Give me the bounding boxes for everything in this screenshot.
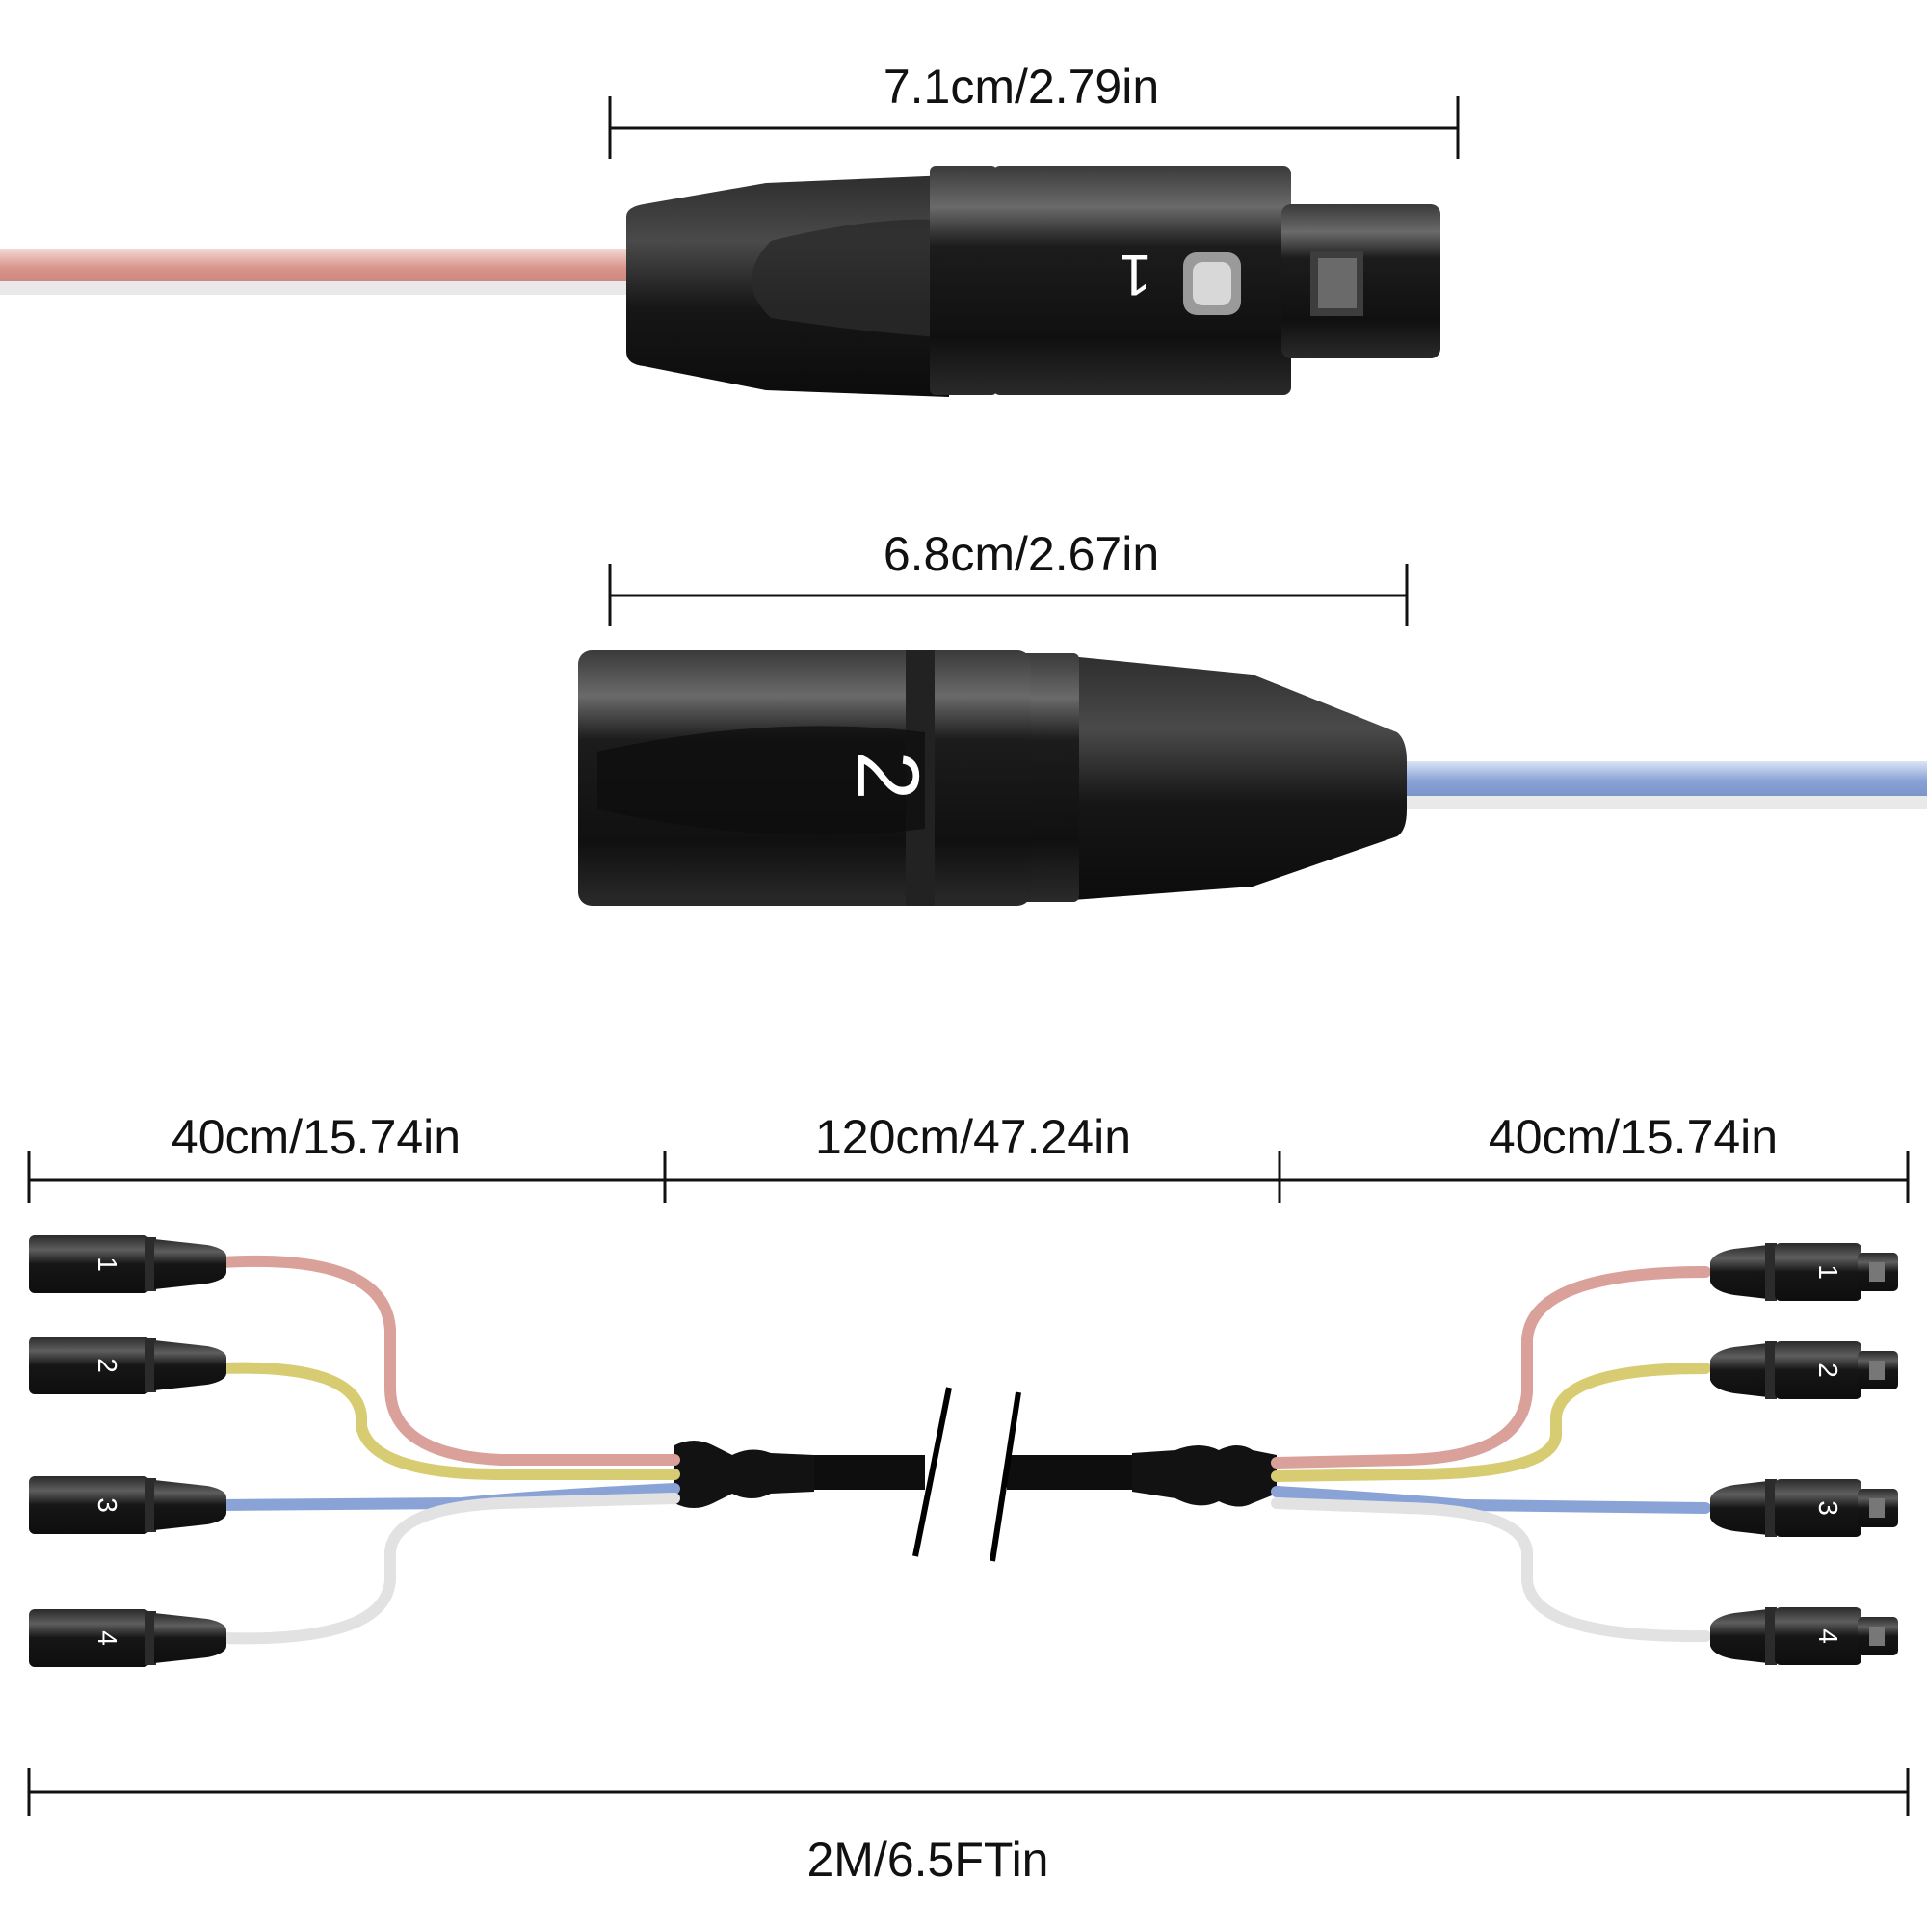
left-breakout-cables	[216, 1255, 680, 1645]
left-splitter	[674, 1441, 814, 1508]
male-dimension-line	[608, 564, 1409, 626]
right-splitter	[1132, 1445, 1277, 1507]
left-male-connector-1: 1	[29, 1235, 226, 1293]
left-connector-number: 4	[92, 1630, 122, 1646]
male-collar	[1016, 653, 1079, 902]
left-male-connectors: 1 2 3 4	[29, 1235, 226, 1667]
left-connector-number: 2	[92, 1358, 122, 1373]
snake-dimension-lines	[27, 1151, 1910, 1816]
left-male-connector-2: 2	[29, 1337, 226, 1394]
left-male-connector-4: 4	[29, 1609, 226, 1667]
break-mark	[912, 1387, 952, 1557]
left-male-connector-3: 3	[29, 1476, 226, 1534]
left-connector-number: 3	[92, 1497, 122, 1513]
trunk-cable	[674, 1387, 1277, 1562]
right-breakout-cables	[1271, 1266, 1711, 1643]
male-connector-group: 2	[578, 564, 1927, 906]
female-body	[992, 166, 1291, 395]
right-female-connector-1: 1	[1710, 1243, 1898, 1301]
right-female-connector-3: 3	[1710, 1479, 1898, 1537]
left-breakout-dimension: 40cm/15.74in	[171, 1110, 462, 1164]
female-collar	[930, 166, 997, 395]
right-connector-number: 2	[1813, 1363, 1843, 1378]
right-female-connector-2: 2	[1710, 1341, 1898, 1399]
right-connector-number: 1	[1813, 1264, 1843, 1280]
right-connector-number: 4	[1813, 1628, 1843, 1644]
female-dimension-line	[608, 96, 1460, 159]
right-connector-number: 3	[1813, 1500, 1843, 1516]
trunk-dimension: 120cm/47.24in	[814, 1110, 1132, 1164]
male-connector-dimension: 6.8cm/2.67in	[883, 527, 1160, 581]
total-length-dimension: 2M/6.5FTin	[806, 1833, 1049, 1887]
female-connector-dimension: 7.1cm/2.79in	[883, 60, 1160, 114]
male-number-label: 2	[838, 751, 937, 800]
left-connector-number: 1	[92, 1257, 122, 1272]
male-boot	[1060, 655, 1407, 901]
red-cable	[0, 249, 626, 295]
female-number-label: 1	[1119, 243, 1150, 307]
right-female-connector-4: 4	[1710, 1607, 1898, 1665]
right-breakout-dimension: 40cm/15.74in	[1488, 1110, 1779, 1164]
blue-cable	[1407, 761, 1927, 809]
right-female-connectors: 1 2 3 4	[1710, 1243, 1898, 1665]
female-connector-group: 1	[0, 96, 1460, 397]
